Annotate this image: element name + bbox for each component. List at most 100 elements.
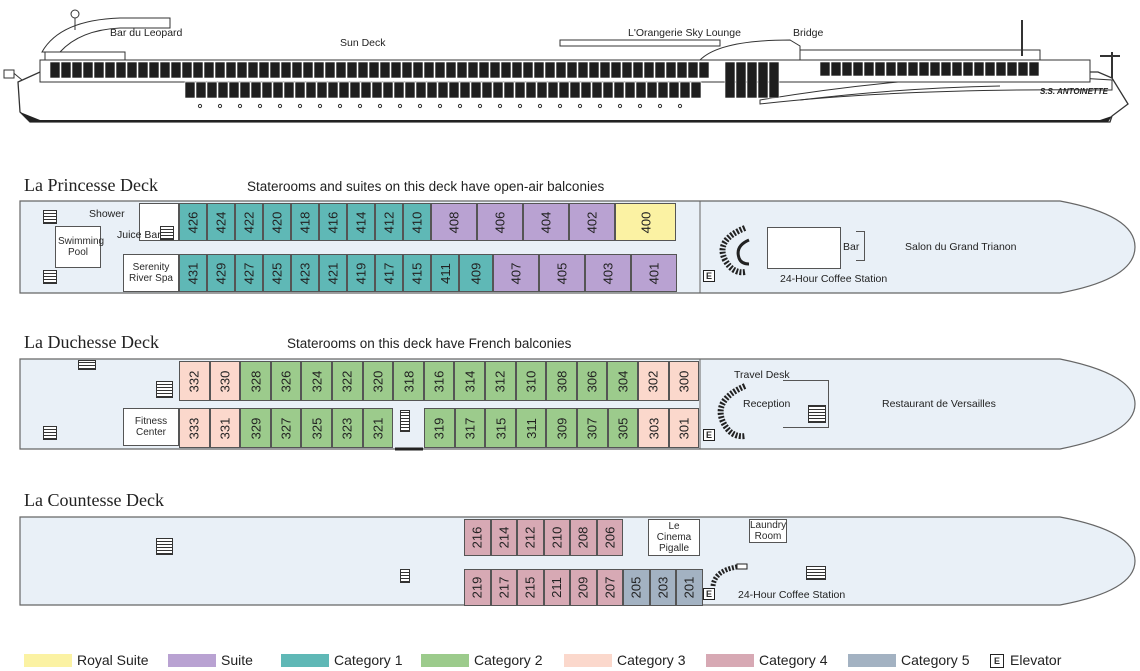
stateroom-422[interactable]: 422 xyxy=(235,203,263,241)
stateroom-309[interactable]: 309 xyxy=(546,408,577,448)
ship-window xyxy=(434,61,446,79)
stateroom-number: 207 xyxy=(602,576,618,599)
stateroom-327[interactable]: 327 xyxy=(270,408,302,448)
stateroom-310[interactable]: 310 xyxy=(515,361,547,401)
stateroom-431[interactable]: 431 xyxy=(179,254,207,292)
stateroom-212[interactable]: 212 xyxy=(517,519,544,556)
ship-window xyxy=(195,81,207,99)
ship-window xyxy=(368,61,380,79)
stateroom-429[interactable]: 429 xyxy=(207,254,235,292)
stateroom-311[interactable]: 311 xyxy=(515,408,547,448)
stateroom-206[interactable]: 206 xyxy=(596,519,623,556)
porthole xyxy=(637,103,643,109)
stateroom-418[interactable]: 418 xyxy=(291,203,319,241)
ship-window xyxy=(181,61,193,79)
stateroom-210[interactable]: 210 xyxy=(543,519,570,556)
stateroom-214[interactable]: 214 xyxy=(490,519,517,556)
stateroom-402[interactable]: 402 xyxy=(569,203,615,241)
stateroom-306[interactable]: 306 xyxy=(576,361,608,401)
stateroom-415[interactable]: 415 xyxy=(403,254,431,292)
stateroom-205[interactable]: 205 xyxy=(623,569,650,606)
stateroom-317[interactable]: 317 xyxy=(454,408,486,448)
stateroom-number: 417 xyxy=(381,262,397,284)
stateroom-217[interactable]: 217 xyxy=(490,569,517,606)
stateroom-331[interactable]: 331 xyxy=(209,408,241,448)
stateroom-number: 217 xyxy=(496,576,512,599)
stateroom-319[interactable]: 319 xyxy=(424,408,455,448)
stateroom-321[interactable]: 321 xyxy=(362,408,394,448)
ship-window xyxy=(338,81,350,99)
stateroom-number: 321 xyxy=(370,417,386,439)
stateroom-301[interactable]: 301 xyxy=(668,408,700,448)
stateroom-403[interactable]: 403 xyxy=(585,254,631,292)
stateroom-300[interactable]: 300 xyxy=(668,361,700,401)
stateroom-426[interactable]: 426 xyxy=(179,203,207,241)
ship-window xyxy=(995,61,1007,77)
ship-window xyxy=(261,81,273,99)
stateroom-304[interactable]: 304 xyxy=(607,361,638,401)
stateroom-405[interactable]: 405 xyxy=(539,254,585,292)
stateroom-333[interactable]: 333 xyxy=(179,408,210,448)
stateroom-303[interactable]: 303 xyxy=(638,408,669,448)
stateroom-328[interactable]: 328 xyxy=(240,361,271,401)
stateroom-409[interactable]: 409 xyxy=(459,254,493,292)
stateroom-320[interactable]: 320 xyxy=(362,361,394,401)
salon-label: Salon du Grand Trianon xyxy=(905,241,1017,253)
stateroom-308[interactable]: 308 xyxy=(546,361,577,401)
stateroom-207[interactable]: 207 xyxy=(596,569,623,606)
stateroom-427[interactable]: 427 xyxy=(235,254,263,292)
stateroom-408[interactable]: 408 xyxy=(431,203,477,241)
stateroom-216[interactable]: 216 xyxy=(464,519,491,556)
stateroom-407[interactable]: 407 xyxy=(493,254,539,292)
stateroom-307[interactable]: 307 xyxy=(577,408,608,448)
stateroom-417[interactable]: 417 xyxy=(375,254,403,292)
ship-window xyxy=(525,81,537,99)
princesse-elevator-icon: E xyxy=(703,270,715,282)
stateroom-312[interactable]: 312 xyxy=(485,361,516,401)
stateroom-404[interactable]: 404 xyxy=(523,203,569,241)
stateroom-326[interactable]: 326 xyxy=(270,361,302,401)
stateroom-414[interactable]: 414 xyxy=(347,203,375,241)
stateroom-423[interactable]: 423 xyxy=(291,254,319,292)
stateroom-324[interactable]: 324 xyxy=(301,361,332,401)
stateroom-316[interactable]: 316 xyxy=(423,361,455,401)
stateroom-400[interactable]: 400 xyxy=(615,203,676,241)
stateroom-412[interactable]: 412 xyxy=(375,203,403,241)
stateroom-219[interactable]: 219 xyxy=(464,569,491,606)
stateroom-209[interactable]: 209 xyxy=(570,569,597,606)
stateroom-421[interactable]: 421 xyxy=(319,254,347,292)
stateroom-424[interactable]: 424 xyxy=(207,203,235,241)
ship-window xyxy=(830,61,842,77)
stateroom-419[interactable]: 419 xyxy=(347,254,375,292)
stateroom-203[interactable]: 203 xyxy=(649,569,676,606)
stateroom-302[interactable]: 302 xyxy=(638,361,669,401)
stateroom-315[interactable]: 315 xyxy=(485,408,516,448)
pool-stairs-bottom-icon xyxy=(43,270,57,284)
ship-window xyxy=(489,61,501,79)
stateroom-323[interactable]: 323 xyxy=(332,408,363,448)
stateroom-425[interactable]: 425 xyxy=(263,254,291,292)
salon-bar-structure xyxy=(767,227,841,269)
stateroom-208[interactable]: 208 xyxy=(570,519,597,556)
stateroom-330[interactable]: 330 xyxy=(209,361,241,401)
stateroom-325[interactable]: 325 xyxy=(301,408,332,448)
stateroom-305[interactable]: 305 xyxy=(607,408,639,448)
stateroom-318[interactable]: 318 xyxy=(393,361,424,401)
stateroom-410[interactable]: 410 xyxy=(403,203,431,241)
stateroom-314[interactable]: 314 xyxy=(454,361,485,401)
stateroom-401[interactable]: 401 xyxy=(631,254,677,292)
stateroom-211[interactable]: 211 xyxy=(543,569,570,606)
stateroom-411[interactable]: 411 xyxy=(431,254,459,292)
stateroom-322[interactable]: 322 xyxy=(332,361,363,401)
stateroom-420[interactable]: 420 xyxy=(263,203,291,241)
stateroom-215[interactable]: 215 xyxy=(517,569,544,606)
stateroom-201[interactable]: 201 xyxy=(676,569,703,606)
duchesse-grand-staircase-icon xyxy=(717,383,747,440)
stateroom-406[interactable]: 406 xyxy=(477,203,523,241)
ship-window xyxy=(492,81,504,99)
stateroom-416[interactable]: 416 xyxy=(319,203,347,241)
stateroom-329[interactable]: 329 xyxy=(240,408,271,448)
ship-window xyxy=(390,61,402,79)
stateroom-number: 314 xyxy=(462,370,478,392)
stateroom-332[interactable]: 332 xyxy=(179,361,210,401)
